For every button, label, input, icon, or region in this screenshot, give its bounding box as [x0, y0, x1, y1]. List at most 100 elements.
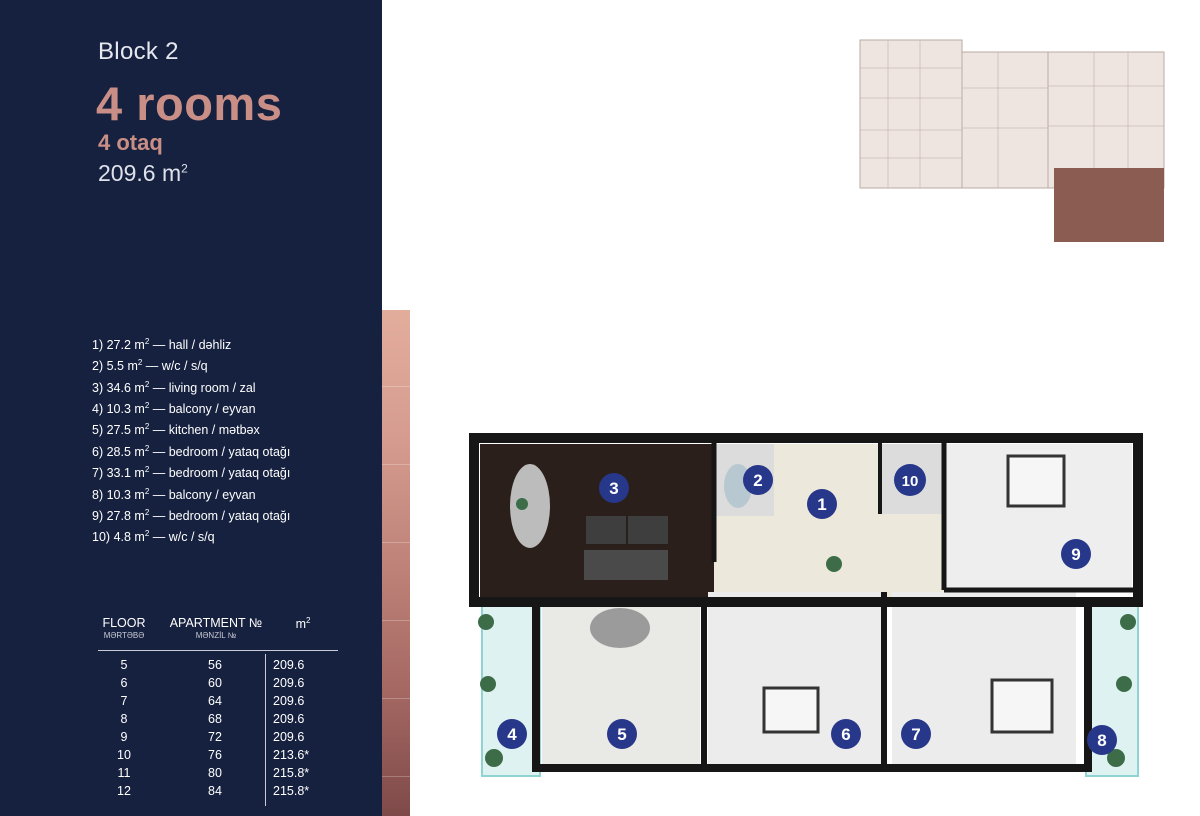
- room-area: 10.3 m: [106, 487, 145, 502]
- room-area: 27.8 m: [106, 509, 145, 524]
- apartment-floor-plan: 1 2 3 4 5 6 7 8 9 10: [469, 433, 1143, 777]
- room-area: 4.8 m: [113, 530, 145, 545]
- bed-7: [990, 678, 1054, 734]
- room-name: — w/c / s/q: [149, 530, 215, 545]
- room-area-sup: 2: [144, 465, 150, 475]
- key-plan-center-wing: [961, 51, 1049, 189]
- table-divider: [98, 650, 338, 651]
- floor-cell: 8: [120, 712, 128, 726]
- room-number: 7): [92, 466, 104, 481]
- room-badge-8: 8: [1087, 725, 1117, 755]
- area-cell: 209.6: [273, 658, 305, 672]
- room-badge-text: 5: [617, 725, 626, 744]
- strip-divider: [382, 542, 410, 543]
- room-badge-text: 7: [911, 725, 920, 744]
- area-header: m2: [288, 616, 318, 631]
- room-name: — kitchen / mətbəx: [149, 423, 260, 438]
- room-number: 3): [92, 380, 104, 395]
- room-area-sup: 2: [137, 358, 143, 368]
- room-area: 27.2 m: [106, 338, 145, 353]
- room-area-sup: 2: [144, 422, 150, 432]
- total-area: 209.6 m2: [98, 160, 188, 187]
- area-cell: 213.6*: [273, 748, 310, 762]
- room-item: 4) 10.3 m2 — balcony / eyvan: [92, 397, 290, 418]
- floor-cell: 10: [117, 748, 131, 762]
- room-badge-1: 1: [807, 489, 837, 519]
- strip-divider: [382, 698, 410, 699]
- block-label: Block 2: [98, 38, 179, 65]
- room-name: — living room / zal: [149, 380, 256, 395]
- room-number: 10): [92, 530, 111, 545]
- apartment-header-az: MƏNZİL №: [195, 631, 237, 640]
- room-badge-text: 10: [902, 473, 919, 490]
- room-item: 8) 10.3 m2 — balcony / eyvan: [92, 483, 290, 504]
- rooms-title: 4 rooms: [96, 77, 283, 130]
- room-area: 10.3 m: [106, 402, 145, 417]
- area-cell: 209.6: [273, 676, 305, 690]
- room-item: 5) 27.5 m2 — kitchen / mətbəx: [92, 418, 290, 439]
- rug: [584, 550, 668, 580]
- room-item: 3) 34.6 m2 — living room / zal: [92, 376, 290, 397]
- room-badge-text: 2: [753, 471, 762, 490]
- room-badge-text: 6: [841, 725, 850, 744]
- room-number: 6): [92, 444, 104, 459]
- room-area-sup: 2: [144, 443, 150, 453]
- floor-cell: 11: [117, 766, 131, 780]
- room-name: — bedroom / yataq otağı: [149, 466, 291, 481]
- floor-cell: 9: [120, 730, 128, 744]
- info-panel: Block 2 4 rooms 4 otaq 209.6 m2 1) 27.2 …: [0, 0, 382, 816]
- room-badge-2: 2: [743, 465, 773, 495]
- room-name: — balcony / eyvan: [149, 402, 256, 417]
- room-badge-6: 6: [831, 719, 861, 749]
- room-name: — hall / dəhliz: [149, 338, 232, 353]
- room-name: — w/c / s/q: [142, 359, 208, 374]
- plants: [478, 498, 1136, 767]
- floor-cell: 7: [120, 694, 128, 708]
- room-number: 2): [92, 359, 104, 374]
- room-badge-7: 7: [901, 719, 931, 749]
- room-badge-text: 1: [817, 495, 826, 514]
- room-area: 5.5 m: [106, 359, 138, 374]
- apartment-cell: 80: [208, 766, 222, 780]
- area-cell: 209.6: [273, 730, 305, 744]
- bed-9: [1006, 454, 1066, 508]
- area-cell: 209.6: [273, 712, 305, 726]
- key-plan-highlighted-apartment: [1054, 168, 1164, 242]
- room-badge-10: 10: [894, 464, 926, 496]
- room-badge-text: 8: [1097, 731, 1106, 750]
- apartment-cell: 76: [208, 748, 222, 762]
- room-area-sup: 2: [144, 529, 150, 539]
- dining-table: [510, 464, 550, 548]
- table-row: 11 80 215.8*: [98, 766, 343, 784]
- room-badges: 1 2 3 4 5 6 7 8 9 10: [497, 464, 1117, 755]
- floor-header-en: FLOOR: [102, 616, 146, 630]
- room-area: 34.6 m: [106, 380, 145, 395]
- area-cell: 209.6: [273, 694, 305, 708]
- key-plan-left-wing: [859, 39, 963, 189]
- room-list: 1) 27.2 m2 — hall / dəhliz 2) 5.5 m2 — w…: [92, 333, 290, 547]
- accent-strip: [382, 310, 410, 816]
- room-area-sup: 2: [144, 486, 150, 496]
- room-name: — bedroom / yataq otağı: [149, 509, 291, 524]
- room-item: 2) 5.5 m2 — w/c / s/q: [92, 354, 290, 375]
- area-header-unit: m: [295, 617, 306, 632]
- floor-cell: 5: [120, 658, 128, 672]
- room-item: 10) 4.8 m2 — w/c / s/q: [92, 525, 290, 546]
- apartment-cell: 60: [208, 676, 222, 690]
- room-badge-9: 9: [1061, 539, 1091, 569]
- room-badge-3: 3: [599, 473, 629, 503]
- room-area-sup: 2: [144, 507, 150, 517]
- area-cell: 215.8*: [273, 766, 310, 780]
- kitchen-table: [590, 608, 650, 648]
- apartment-cell: 84: [208, 784, 222, 798]
- room-number: 5): [92, 423, 104, 438]
- table-row: 10 76 213.6*: [98, 748, 343, 766]
- room-number: 9): [92, 509, 104, 524]
- room-area-sup: 2: [144, 337, 150, 346]
- strip-divider: [382, 776, 410, 777]
